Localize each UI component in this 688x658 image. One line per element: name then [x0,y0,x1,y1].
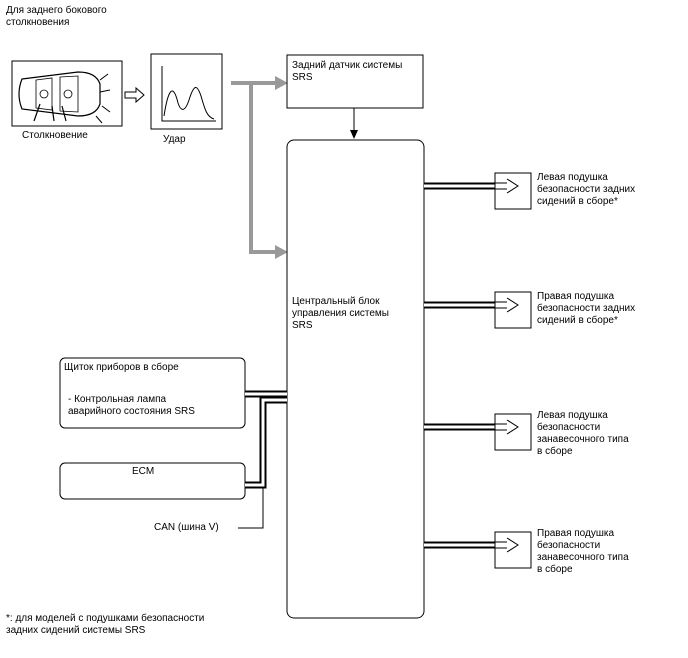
collision-label: Столкновение [22,130,88,141]
impact-label: Удар [163,134,186,145]
output-label-curtain-left: Левая подушка безопасности занавесочного… [537,410,629,457]
ecm-box [59,462,246,500]
mechanical-arrow [231,81,275,254]
squib-icon [494,172,532,569]
output-label-rear-right: Правая подушка безопасности задних сиден… [537,291,636,326]
mechanical-arrow-head-bottom [275,245,288,259]
output-label-rear-left: Левая подушка безопасности задних сидени… [537,172,636,207]
rear-sensor-label: Задний датчик системы SRS [292,60,403,83]
hollow-arrow-icon [124,86,145,104]
central-unit-label: Центральный блок управления системы SRS [292,296,389,331]
impact-waveform-icon [150,53,223,130]
ecm-label: ECM [132,466,155,477]
output-wiring [424,182,512,549]
combination-meter-title: Щиток приборов в сборе [64,362,179,373]
footnote: *: для моделей с подушками безопасности … [6,613,205,636]
sensor-signal-arrowhead [350,130,358,139]
can-bus-label: CAN (шина V) [154,522,219,533]
output-label-curtain-right: Правая подушка безопасности занавесочног… [537,528,629,575]
can-bus-wiring [238,390,287,529]
mechanical-arrow-head-top [275,76,288,90]
car-collision-icon [11,60,123,127]
squib-wire [495,182,507,549]
diagram-title: Для заднего бокового столкновения [6,5,107,28]
central-unit-box [286,139,425,619]
combination-meter-item: - Контрольная лампа аварийного состояния… [68,394,195,417]
rear-sensor-box [286,54,424,109]
